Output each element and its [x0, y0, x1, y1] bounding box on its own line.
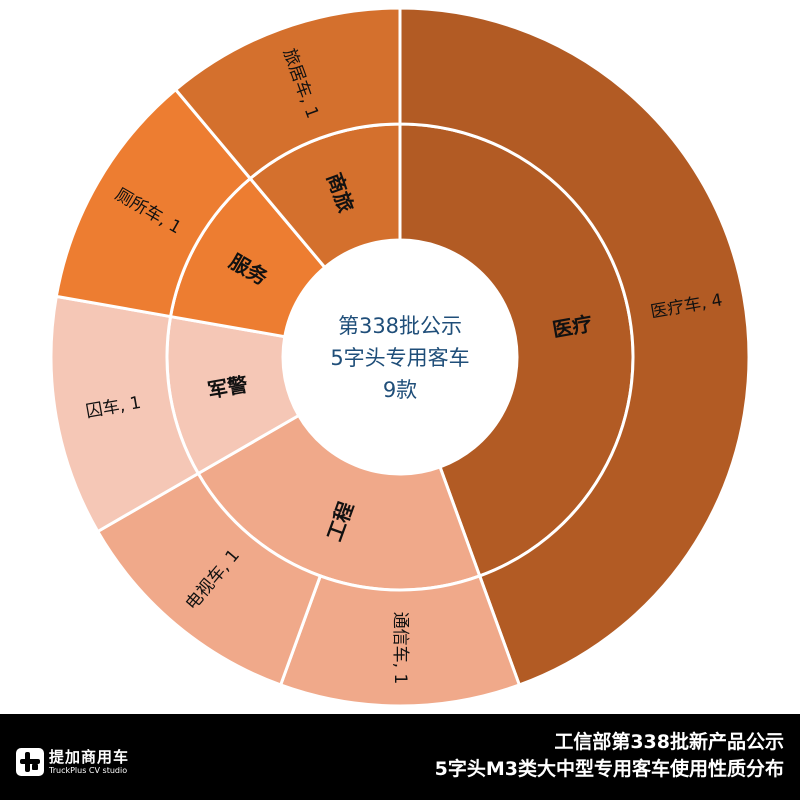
chart-title-line1: 工信部第338批新产品公示: [554, 731, 784, 753]
footer-bar: 提加商用车 TruckPlus CV studio 工信部第338批新产品公示 …: [0, 714, 800, 800]
outer-slice-旅居车: [173, 6, 402, 181]
logo-name-en: TruckPlus CV studio: [49, 765, 128, 775]
center-label-line1: 第338批公示: [338, 314, 462, 338]
outer-slice-医疗车: [398, 6, 751, 687]
center-label: 第338批公示 5字头专用客车 9款: [330, 314, 469, 402]
chart-title: 工信部第338批新产品公示 5字头M3类大中型专用客车使用性质分布: [435, 729, 784, 783]
truckplus-logo-icon: [16, 748, 44, 776]
outer-slice-label: 通信车, 1: [390, 612, 410, 685]
center-label-line2: 5字头专用客车: [330, 346, 469, 370]
chart-title-line2: 5字头M3类大中型专用客车使用性质分布: [434, 758, 784, 780]
brand-logo: 提加商用车 TruckPlus CV studio: [16, 748, 129, 776]
center-label-line3: 9款: [383, 378, 417, 402]
logo-name-cn: 提加商用车: [49, 747, 130, 766]
